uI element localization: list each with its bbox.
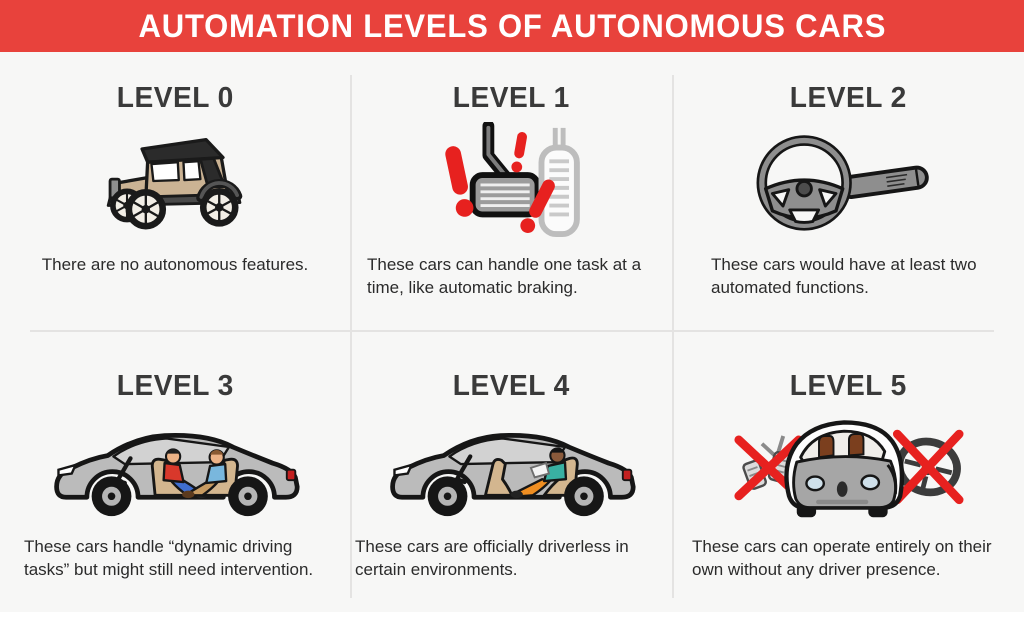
level-3-description: These cars handle “dynamic driving tasks… <box>24 537 314 580</box>
content-area: LEVEL 0 <box>0 52 1024 612</box>
vintage-car-icon <box>106 137 243 230</box>
cell-level-3: LEVEL 3 <box>0 330 350 612</box>
level-2-title: LEVEL 2 <box>789 82 907 114</box>
level-4-iconbox <box>380 409 642 521</box>
cell-level-1: LEVEL 1 <box>350 52 672 330</box>
level-5-title: LEVEL 5 <box>789 370 907 402</box>
level-1-description: These cars can handle one task at a time… <box>367 255 642 298</box>
bottom-margin <box>0 612 1024 624</box>
page-title: AUTOMATION LEVELS OF AUTONOMOUS CARS <box>138 7 886 44</box>
driverless-car-passenger-icon <box>390 433 636 517</box>
level-2-description: These cars would have at least two autom… <box>711 255 977 298</box>
cell-level-5: LEVEL 5 <box>672 330 1024 612</box>
vertical-divider-1 <box>350 75 352 598</box>
cell-level-0: LEVEL 0 <box>0 52 350 330</box>
level-1-title: LEVEL 1 <box>452 82 570 114</box>
car-facing-passengers-icon <box>54 433 300 517</box>
level-0-title: LEVEL 0 <box>116 82 234 114</box>
level-5-iconbox <box>724 409 972 521</box>
levels-grid: LEVEL 0 <box>0 52 1024 612</box>
level-3-iconbox <box>44 409 306 521</box>
level-5-description: These cars can operate entirely on their… <box>692 537 992 580</box>
pedals-warning-icon <box>445 122 580 238</box>
level-3-title: LEVEL 3 <box>116 370 234 402</box>
level-4-title: LEVEL 4 <box>452 370 570 402</box>
steering-wheel-icon <box>756 135 929 231</box>
level-0-iconbox <box>95 123 255 239</box>
horizontal-divider <box>30 330 994 332</box>
level-4-description: These cars are officially driverless in … <box>355 537 629 580</box>
level-2-iconbox <box>742 123 954 239</box>
header-banner: AUTOMATION LEVELS OF AUTONOMOUS CARS <box>0 0 1024 52</box>
cell-level-4: LEVEL 4 <box>350 330 672 612</box>
vertical-divider-2 <box>672 75 674 598</box>
level-0-description: There are no autonomous features. <box>41 255 309 274</box>
level-1-iconbox <box>436 122 586 239</box>
pod-car-no-controls-icon <box>734 420 964 518</box>
cell-level-2: LEVEL 2 <box>672 52 1024 330</box>
